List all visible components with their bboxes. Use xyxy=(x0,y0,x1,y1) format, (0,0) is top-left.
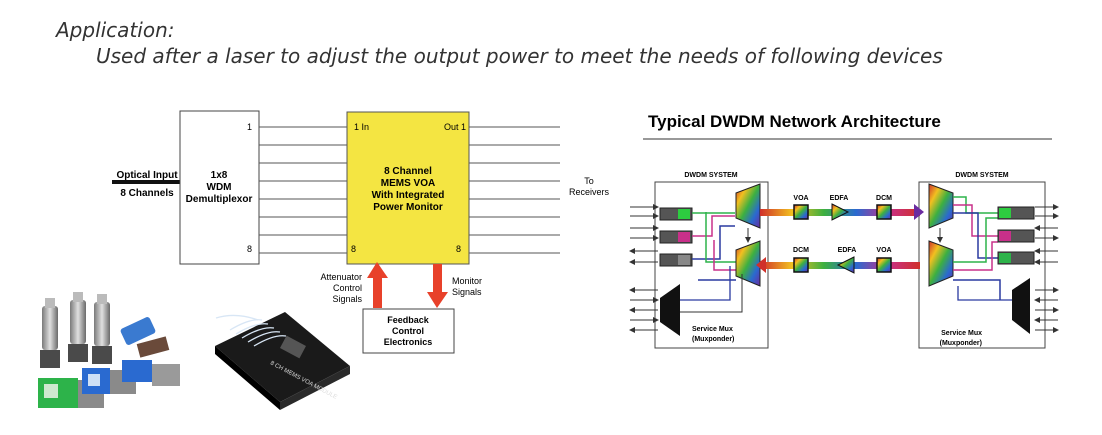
left-transponders xyxy=(660,208,692,266)
right-service-mux-label-2: (Muxponder) xyxy=(940,340,982,347)
optical-input-channels: 8 Channels xyxy=(120,188,174,199)
bottom-span-components xyxy=(794,257,891,273)
right-transponders xyxy=(998,207,1034,264)
monitor-arrow xyxy=(427,264,448,308)
right-diagram: Typical DWDM Network Architecture DWDM S… xyxy=(630,112,1058,348)
optical-input-label: Optical Input xyxy=(116,170,178,181)
top-edfa-label: EDFA xyxy=(830,195,849,202)
voa-label-2: MEMS VOA xyxy=(381,178,435,189)
voa-cylinder-device xyxy=(40,292,112,368)
voa-label-4: Power Monitor xyxy=(373,202,443,213)
left-diagram: Optical Input 8 Channels 1x8 WDM Demulti… xyxy=(112,111,610,353)
dwdm-title: Typical DWDM Network Architecture xyxy=(648,112,941,131)
demux-port-1: 1 xyxy=(247,122,252,132)
voa-module-box: 8 CH MEMS VOA MODULE xyxy=(215,312,350,410)
to-receivers-1: To xyxy=(584,176,594,186)
top-span-components xyxy=(794,204,891,220)
monitor-label-1: Monitor xyxy=(452,276,482,286)
attenuator-label-1: Attenuator xyxy=(320,272,362,282)
attenuator-label-3: Signals xyxy=(332,294,362,304)
monitor-label-2: Signals xyxy=(452,287,482,297)
voa-label-3: With Integrated xyxy=(372,190,445,201)
left-service-mux-label-1: Service Mux xyxy=(692,326,733,333)
to-receivers-2: Receivers xyxy=(569,187,610,197)
feedback-label-3: Electronics xyxy=(384,337,433,347)
right-dwdm-system-label: DWDM SYSTEM xyxy=(955,172,1008,179)
top-voa-label: VOA xyxy=(793,195,808,202)
left-input-arrows xyxy=(630,207,658,330)
voa-lc-adapter xyxy=(120,316,170,358)
voa-port-8-right: 8 xyxy=(456,244,461,254)
demux-label-3: Demultiplexor xyxy=(186,194,253,205)
voa-port-out: Out 1 xyxy=(444,122,466,132)
attenuator-label-2: Control xyxy=(333,283,362,293)
bottom-dcm-label: DCM xyxy=(793,247,809,254)
left-service-mux-label-2: (Muxponder) xyxy=(692,336,734,343)
demux-label-1: 1x8 xyxy=(211,170,228,181)
demux-to-voa-lines xyxy=(259,127,347,253)
demux-label-2: WDM xyxy=(207,182,232,193)
demux-port-8: 8 xyxy=(247,244,252,254)
right-service-mux-label-1: Service Mux xyxy=(941,330,982,337)
left-dwdm-system-label: DWDM SYSTEM xyxy=(684,172,737,179)
voa-port-in: 1 In xyxy=(354,122,369,132)
voa-products-illustration: 8 CH MEMS VOA MODULE xyxy=(38,292,350,410)
bottom-edfa-label: EDFA xyxy=(838,247,857,254)
bottom-voa-label: VOA xyxy=(876,247,891,254)
voa-label-1: 8 Channel xyxy=(384,166,432,177)
attenuator-arrow xyxy=(367,262,388,308)
voa-port-8-left: 8 xyxy=(351,244,356,254)
feedback-label-2: Control xyxy=(392,326,424,336)
voa-output-lines xyxy=(469,127,560,253)
feedback-label-1: Feedback xyxy=(387,315,430,325)
top-dcm-label: DCM xyxy=(876,195,892,202)
